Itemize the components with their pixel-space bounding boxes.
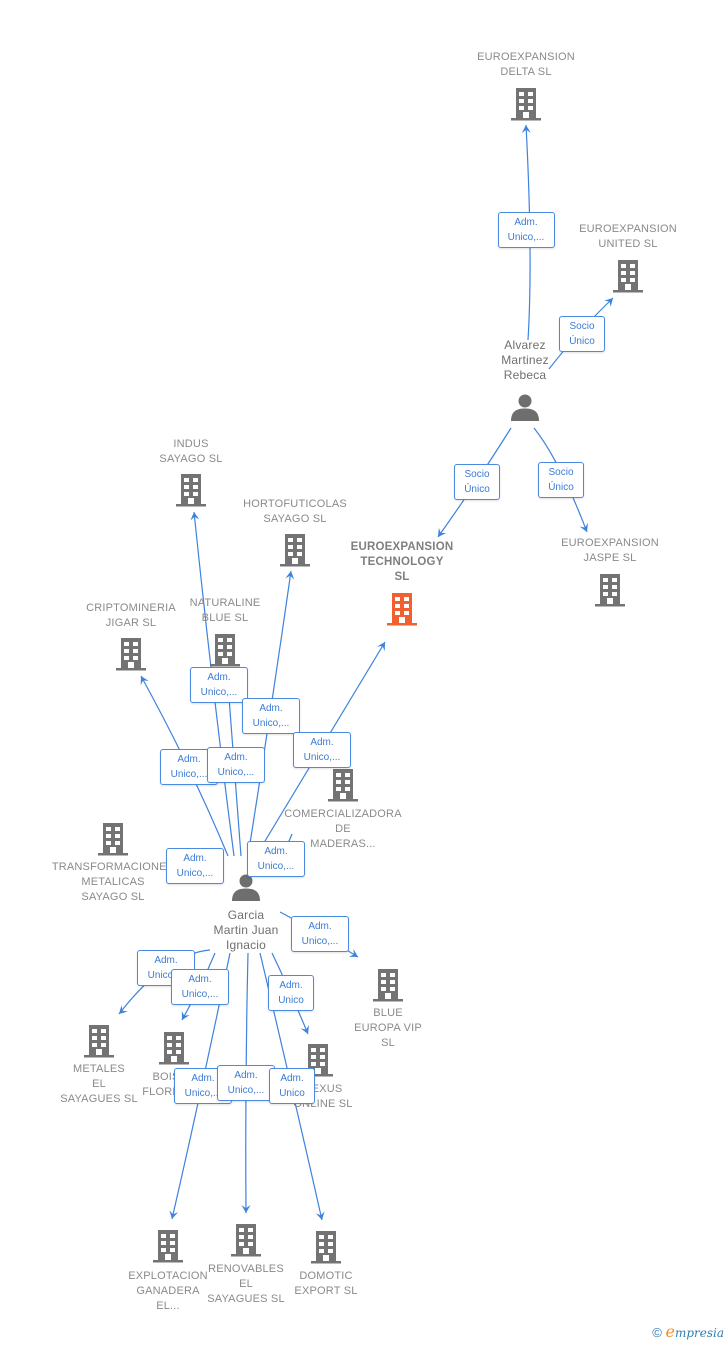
arrow-head-icon <box>521 125 531 134</box>
person-node-alvarez[interactable]: Alvarez Martinez Rebeca <box>465 338 585 383</box>
company-building-icon[interactable] <box>300 1042 336 1078</box>
arrow-head-icon <box>169 1210 179 1219</box>
relation-label[interactable]: Adm. Unico <box>269 1068 315 1104</box>
arrow-head-icon <box>140 676 149 686</box>
arrow-head-icon <box>285 571 295 580</box>
arrow-head-icon <box>315 1211 325 1220</box>
company-name: COMERCIALIZADORA DE MADERAS... <box>284 808 402 850</box>
company-name: CRIPTOMINERIA JIGAR SL <box>86 602 176 629</box>
company-node-naturaline[interactable]: NATURALINE BLUE SL <box>145 596 305 626</box>
company-building-icon[interactable] <box>592 572 628 608</box>
company-building-icon[interactable] <box>95 821 131 857</box>
arrow-head-icon <box>190 512 200 521</box>
brand-logo-e: e <box>665 1322 675 1341</box>
company-building-icon[interactable] <box>207 632 243 668</box>
company-node-hortofuticolas[interactable]: HORTOFUTICOLAS SAYAGO SL <box>215 497 375 527</box>
company-name: BLUE EUROPA VIP SL <box>354 1007 422 1049</box>
relation-label[interactable]: Adm. Unico,... <box>217 1065 275 1101</box>
company-node-blue_europa[interactable]: BLUE EUROPA VIP SL <box>308 1006 468 1051</box>
relation-label[interactable]: Adm. Unico,... <box>242 698 300 734</box>
arrow-head-icon <box>241 1205 251 1213</box>
arrow-head-icon <box>377 642 385 652</box>
company-name: EUROEXPANSION TECHNOLOGY SL <box>350 541 454 583</box>
arrow-head-icon <box>579 522 588 532</box>
relation-label[interactable]: Socio Único <box>454 464 500 500</box>
brand-logo-text: mpresia <box>674 1326 724 1340</box>
relation-label[interactable]: Adm. Unico,... <box>291 916 349 952</box>
company-name: EXPLOTACION GANADERA EL... <box>128 1270 208 1312</box>
relation-label[interactable]: Adm. Unico,... <box>137 950 195 986</box>
arrow-head-icon <box>181 1010 190 1020</box>
company-node-metales[interactable]: METALES EL SAYAGUES SL <box>19 1062 179 1107</box>
relation-label[interactable]: Socio Único <box>538 462 584 498</box>
company-building-icon[interactable] <box>173 472 209 508</box>
company-building-icon[interactable] <box>308 1229 344 1265</box>
relation-label[interactable]: Adm. Unico,... <box>247 841 305 877</box>
relation-label[interactable]: Adm. Unico <box>268 975 314 1011</box>
company-node-technology[interactable]: EUROEXPANSION TECHNOLOGY SL <box>322 540 482 585</box>
person-node-garcia[interactable]: Garcia Martin Juan Ignacio <box>186 908 306 953</box>
person-name: Garcia Martin Juan Ignacio <box>213 908 279 952</box>
relation-label[interactable]: Adm. Unico,... <box>497 212 555 248</box>
arrow-head-icon <box>604 298 613 307</box>
company-node-domotic[interactable]: DOMOTIC EXPORT SL <box>246 1269 406 1299</box>
company-name: RENOVABLES EL SAYAGUES SL <box>207 1263 285 1305</box>
empresia-brand[interactable]: © empresia <box>652 1322 724 1341</box>
company-name: EUROEXPANSION DELTA SL <box>477 51 575 78</box>
arrow-head-icon <box>438 527 447 537</box>
relation-label[interactable]: Adm. Unico,... <box>207 747 265 783</box>
company-name: EUROEXPANSION UNITED SL <box>579 223 677 250</box>
person-name: Alvarez Martinez Rebeca <box>501 338 549 382</box>
company-building-icon[interactable] <box>156 1030 192 1066</box>
company-node-criptomineria[interactable]: CRIPTOMINERIA JIGAR SL <box>51 601 211 631</box>
company-name: EUROEXPANSION JASPE SL <box>561 537 659 564</box>
company-node-delta[interactable]: EUROEXPANSION DELTA SL <box>446 50 606 80</box>
relation-label[interactable]: Socio Único <box>559 316 605 352</box>
company-node-renovables[interactable]: RENOVABLES EL SAYAGUES SL <box>166 1262 326 1307</box>
company-node-explotacion[interactable]: EXPLOTACION GANADERA EL... <box>88 1269 248 1314</box>
arrow-head-icon <box>348 949 358 957</box>
company-building-icon[interactable] <box>113 636 149 672</box>
company-building-icon[interactable] <box>81 1023 117 1059</box>
company-name: NATURALINE BLUE SL <box>189 597 261 624</box>
company-name: DOMOTIC EXPORT SL <box>294 1270 358 1297</box>
company-building-icon[interactable] <box>228 1222 264 1258</box>
company-building-icon[interactable] <box>150 1228 186 1264</box>
company-building-icon[interactable] <box>610 258 646 294</box>
company-node-indus[interactable]: INDUS SAYAGO SL <box>111 437 271 467</box>
copyright-symbol: © <box>652 1325 662 1340</box>
relation-label[interactable]: Adm. Unico,... <box>171 969 229 1005</box>
company-name: TRANSFORMACIONES METALICAS SAYAGO SL <box>51 861 175 903</box>
company-name: HORTOFUTICOLAS SAYAGO SL <box>243 498 347 525</box>
focus-company-building-icon[interactable] <box>384 591 420 627</box>
company-node-jaspe[interactable]: EUROEXPANSION JASPE SL <box>530 536 690 566</box>
relation-label[interactable]: Adm. Unico,... <box>190 667 248 703</box>
person-icon[interactable] <box>510 392 540 422</box>
company-node-transformaciones[interactable]: TRANSFORMACIONES METALICAS SAYAGO SL <box>33 860 193 905</box>
company-node-comercializadora[interactable]: COMERCIALIZADORA DE MADERAS... <box>263 807 423 852</box>
company-building-icon[interactable] <box>508 86 544 122</box>
company-name: METALES EL SAYAGUES SL <box>60 1063 138 1105</box>
arrow-head-icon <box>119 1005 128 1014</box>
company-building-icon[interactable] <box>325 767 361 803</box>
relation-label[interactable]: Adm. Unico,... <box>293 732 351 768</box>
company-node-united[interactable]: EUROEXPANSION UNITED SL <box>548 222 708 252</box>
company-building-icon[interactable] <box>370 967 406 1003</box>
company-name: INDUS SAYAGO SL <box>159 438 223 465</box>
relation-label[interactable]: Adm. Unico,... <box>166 848 224 884</box>
person-icon[interactable] <box>231 872 261 902</box>
arrow-head-icon <box>300 1024 309 1034</box>
company-building-icon[interactable] <box>277 532 313 568</box>
